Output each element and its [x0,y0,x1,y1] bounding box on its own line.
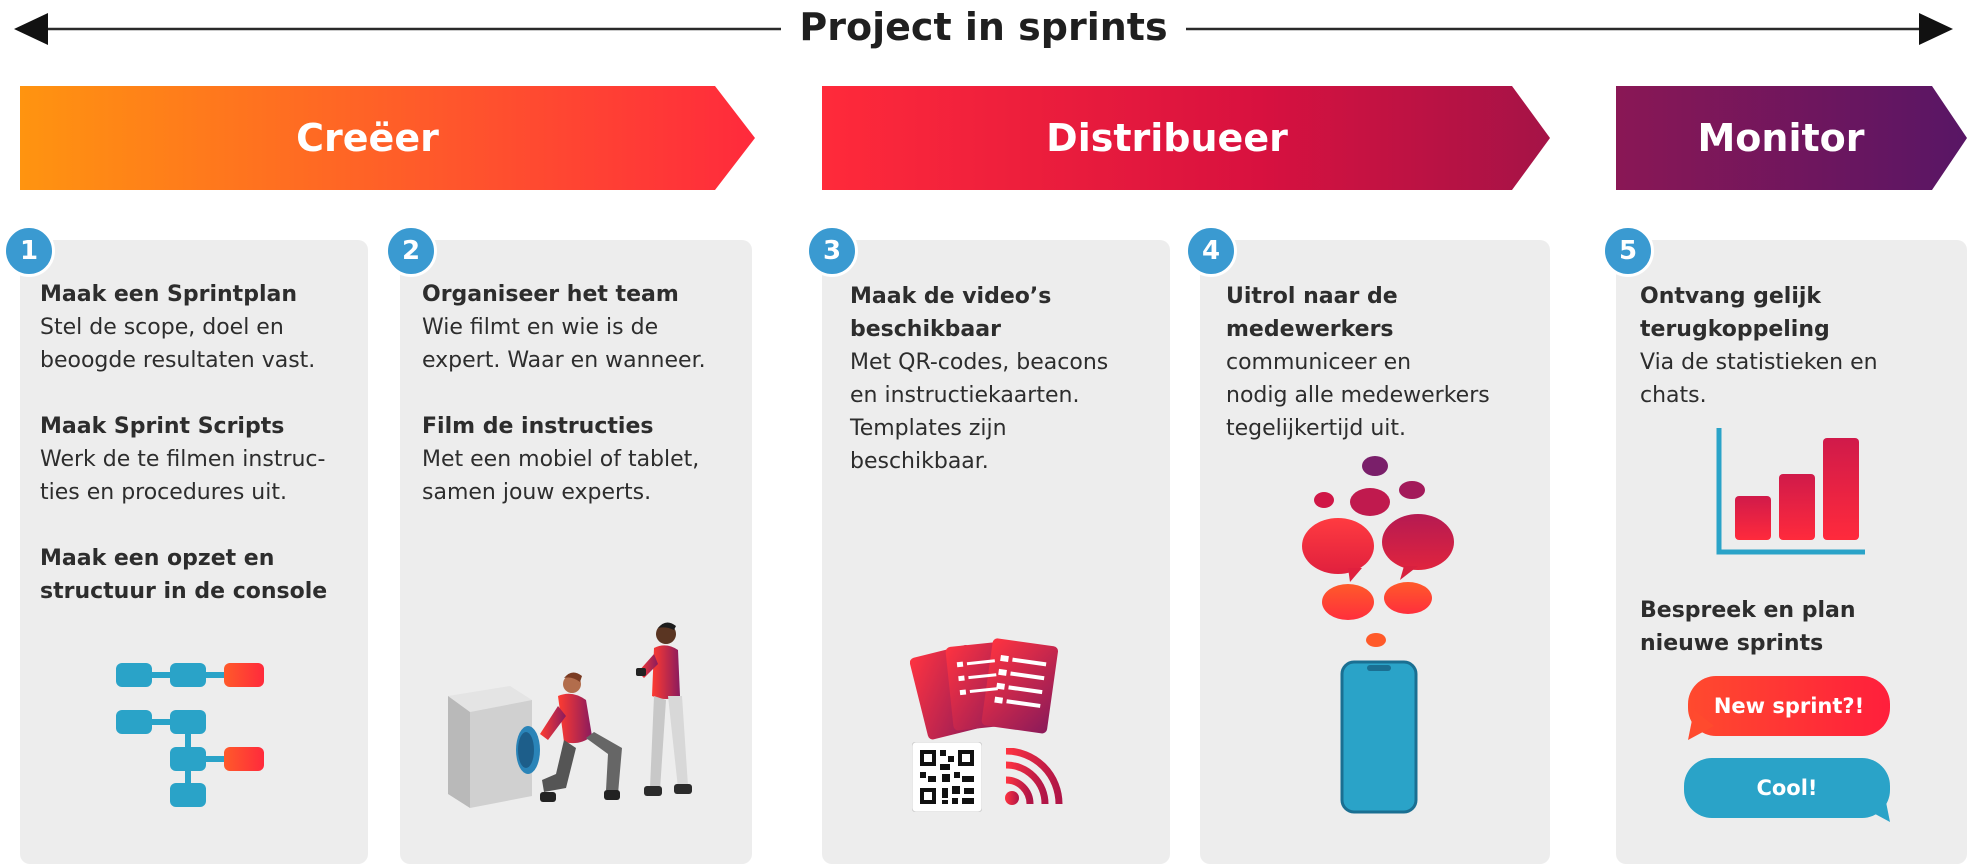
flowchart-icon [116,663,264,807]
step-card-3 [822,240,1170,864]
chat-text: Cool! [1756,776,1818,800]
step-heading: Uitrol naar de [1226,284,1398,309]
phase-banner-create: Creëer [20,86,755,190]
phase-label: Monitor [1697,116,1865,160]
step-heading: Maak de video’s [850,284,1052,309]
block-body-line: Stel de scope, doel en [40,315,284,340]
block-heading: Film de instructies [422,414,654,439]
step-4-text: Uitrol naar de medewerkers communiceer e… [1226,280,1546,445]
chat-bubble-cool: Cool! [1684,758,1890,822]
people-filming-illustration [448,622,692,808]
step-heading: terugkoppeling [1640,317,1830,342]
step-body-line: en instructiekaarten. [850,383,1080,408]
step-body-line: Met QR-codes, beacons [850,350,1109,375]
phase-banner-monitor: Monitor [1616,86,1967,190]
step-2-text: Organiseer het team Wie filmt en wie is … [422,278,752,509]
step-body-line: chats. [1640,383,1707,408]
step-body-line: Via de statistieken en [1640,350,1878,375]
step-body-line: tegelijkertijd uit. [1226,416,1407,441]
phase-label: Creëer [296,116,439,160]
instruction-cards-icon [910,638,1059,740]
beacon-signal-icon [1005,748,1063,805]
step-1-text: Maak een Sprintplan Stel de scope, doel … [40,278,370,608]
block-heading: Maak Sprint Scripts [40,414,285,439]
block-body-line: Met een mobiel of tablet, [422,447,700,472]
step-body-line: beschikbaar. [850,449,989,474]
step-heading: Ontvang gelijk [1640,284,1822,309]
step-heading: nieuwe sprints [1640,631,1824,656]
block-heading: Maak een opzet en [40,546,275,571]
page-title: Project in sprints [0,2,1967,52]
block-body-line: Werk de te filmen instruc- [40,447,326,472]
speech-bubbles-icon [1302,456,1454,647]
step-number-badge: 2 [385,225,437,277]
step-5-heading-2: Bespreek en plan nieuwe sprints [1640,594,1960,660]
bar-chart-icon [1716,428,1865,555]
block-body-line: Wie filmt en wie is de [422,315,659,340]
block-body-line: expert. Waar en wanneer. [422,348,706,373]
block-heading: structuur in de console [40,579,328,604]
block-body-line: beoogde resultaten vast. [40,348,316,373]
step-body-line: nodig alle medewerkers [1226,383,1490,408]
step-body-line: communiceer en [1226,350,1412,375]
step-heading: Bespreek en plan [1640,598,1856,623]
step-body-line: Templates zijn [850,416,1007,441]
step-3-text: Maak de video’s beschikbaar Met QR-codes… [850,280,1160,478]
step-number-badge: 5 [1602,225,1654,277]
block-heading: Maak een Sprintplan [40,282,297,307]
smartphone-icon [1340,660,1418,814]
chat-text: New sprint?! [1713,694,1865,718]
step-number-badge: 1 [3,225,55,277]
step-number-badge: 3 [806,225,858,277]
block-body-line: samen jouw experts. [422,480,652,505]
phase-banner-distribute: Distribueer [822,86,1550,190]
step-5-text: Ontvang gelijk terugkoppeling Via de sta… [1640,280,1960,412]
chat-bubble-new-sprint: New sprint?! [1688,676,1890,740]
qr-code-icon [912,742,982,812]
step-heading: beschikbaar [850,317,1001,342]
phase-label: Distribueer [1046,116,1288,160]
block-body-line: ties en procedures uit. [40,480,287,505]
step-number-badge: 4 [1185,225,1237,277]
step-heading: medewerkers [1226,317,1394,342]
block-heading: Organiseer het team [422,282,679,307]
